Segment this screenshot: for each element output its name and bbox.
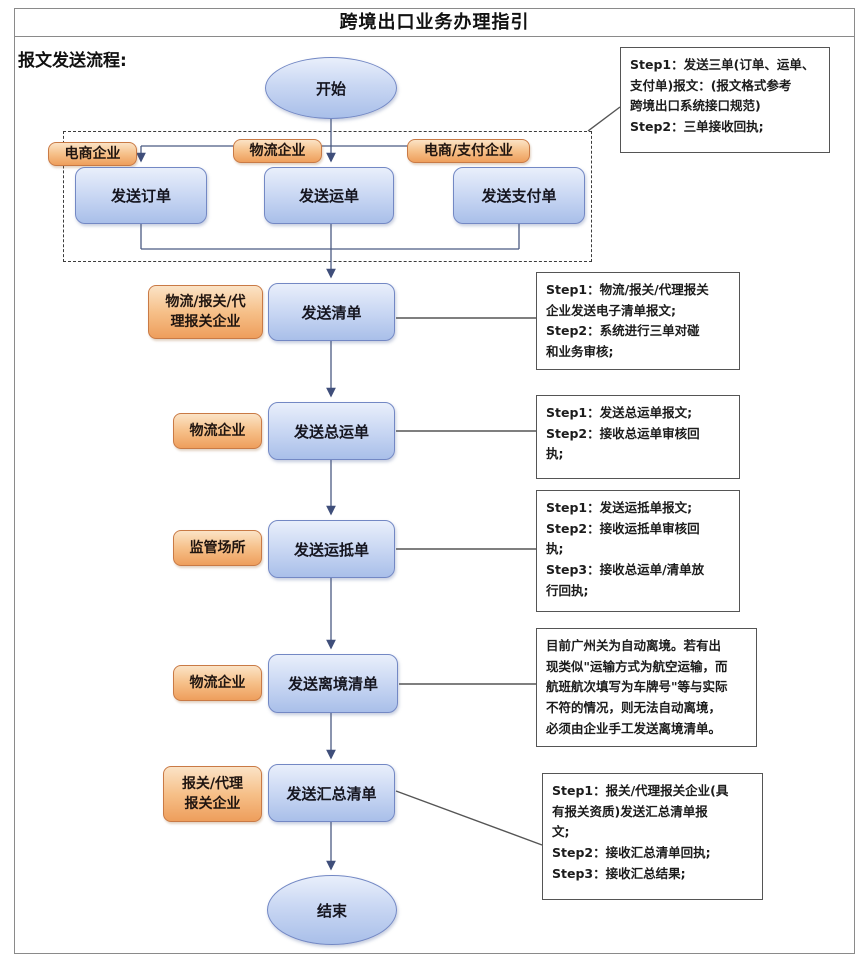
actor-tag-ecommerce: 电商企业	[48, 142, 137, 166]
actor-tag-logistics-3: 物流企业	[173, 665, 262, 701]
section-heading: 报文发送流程:	[18, 51, 127, 71]
flow-node-send-master-waybill: 发送总运单	[268, 402, 395, 460]
flow-node-send-departure-list: 发送离境清单	[268, 654, 398, 713]
actor-tag-logistics-customs-agent: 物流/报关/代 理报关企业	[148, 285, 263, 339]
note-arrival: Step1：发送运抵单报文; Step2：接收运抵单审核回 执; Step3：接…	[536, 490, 740, 612]
flow-node-send-list: 发送清单	[268, 283, 395, 341]
flow-node-send-arrival: 发送运抵单	[268, 520, 395, 578]
start-node: 开始	[265, 57, 397, 119]
note-three-orders: Step1：发送三单(订单、运单、 支付单)报文：(报文格式参考 跨境出口系统接…	[620, 47, 830, 153]
actor-tag-ecommerce-payment: 电商/支付企业	[407, 139, 530, 163]
flow-node-send-waybill: 发送运单	[264, 167, 394, 224]
end-node: 结束	[267, 875, 397, 945]
actor-tag-customs-agent: 报关/代理 报关企业	[163, 766, 262, 822]
note-send-list: Step1：物流/报关/代理报关 企业发送电子清单报文; Step2：系统进行三…	[536, 272, 740, 370]
actor-tag-logistics: 物流企业	[233, 139, 322, 163]
note-departure: 目前广州关为自动离境。若有出 现类似"运输方式为航空运输，而 航班航次填写为车牌…	[536, 628, 757, 747]
note-summary: Step1：报关/代理报关企业(具 有报关资质)发送汇总清单报 文; Step2…	[542, 773, 763, 900]
actor-tag-logistics-2: 物流企业	[173, 413, 262, 449]
page-title: 跨境出口业务办理指引	[339, 12, 530, 33]
three-orders-dashed-group	[63, 131, 592, 262]
flow-node-send-summary-list: 发送汇总清单	[268, 764, 395, 822]
note-master-waybill: Step1：发送总运单报文; Step2：接收总运单审核回 执;	[536, 395, 740, 479]
title-bar: 跨境出口业务办理指引	[14, 8, 855, 37]
flow-node-send-order: 发送订单	[75, 167, 207, 224]
actor-tag-supervision-site: 监管场所	[173, 530, 262, 566]
flow-node-send-payment: 发送支付单	[453, 167, 585, 224]
